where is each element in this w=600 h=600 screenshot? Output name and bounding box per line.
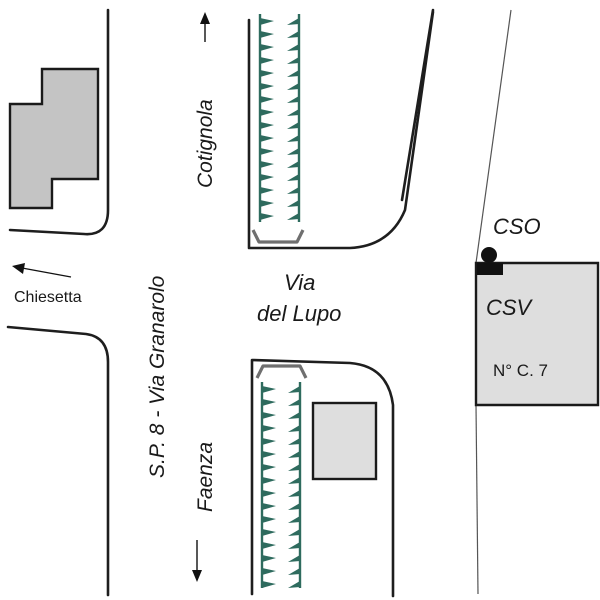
csv-label: CSV xyxy=(486,295,534,320)
hedge-tooth xyxy=(287,200,299,207)
hedge-tooth xyxy=(288,529,300,536)
hedge-tooth xyxy=(287,122,299,129)
main-road-label: S.P. 8 - Via Granarolo xyxy=(146,275,169,478)
hedge-north xyxy=(258,14,301,222)
hedge-tooth xyxy=(262,529,276,536)
parcel-boundary-south xyxy=(475,404,479,595)
hedge-tooth xyxy=(262,581,276,588)
hedge-tooth xyxy=(287,83,299,90)
building-number-label: N° C. 7 xyxy=(493,361,548,380)
hedge-tooth xyxy=(262,568,276,575)
hedge-tooth xyxy=(287,18,299,25)
hedge-tooth xyxy=(260,174,274,181)
arrow-north-icon xyxy=(200,12,210,42)
hedge-south xyxy=(260,382,302,588)
hedge-tooth xyxy=(287,135,299,142)
hedge-tooth xyxy=(288,581,300,588)
hedge-tooth xyxy=(288,412,300,419)
hedge-tooth xyxy=(287,31,299,38)
hedge-tooth xyxy=(260,109,274,116)
hedge-tooth xyxy=(260,96,274,103)
hedge-tooth xyxy=(288,399,300,406)
hedge-tooth xyxy=(260,135,274,142)
hedge-tooth xyxy=(288,490,300,497)
hedge-tooth xyxy=(287,213,299,220)
hedge-tooth xyxy=(288,568,300,575)
direction-north-label: Cotignola xyxy=(194,99,217,188)
hedge-tooth xyxy=(287,174,299,181)
hedge-tooth xyxy=(260,44,274,51)
parcel-boundary-north xyxy=(475,9,512,264)
side-road-label-line2: del Lupo xyxy=(257,301,341,326)
hedge-tooth xyxy=(262,516,276,523)
hedge-tooth xyxy=(260,200,274,207)
hedge-tooth xyxy=(262,438,276,445)
hedge-tooth xyxy=(262,477,276,484)
hedge-tooth xyxy=(260,57,274,64)
hedge-tooth xyxy=(260,18,274,25)
direction-west-label: Chiesetta xyxy=(14,289,82,306)
hedge-tooth xyxy=(262,555,276,562)
hedge-tooth xyxy=(260,213,274,220)
hedge-tooth xyxy=(262,412,276,419)
building-southeast xyxy=(311,401,378,481)
hedge-tooth xyxy=(262,464,276,471)
hedge-tooth xyxy=(288,542,300,549)
hedge-tooth xyxy=(287,96,299,103)
hedge-tooth xyxy=(287,44,299,51)
road-edge-northeast-block xyxy=(247,10,435,250)
arrow-south-icon xyxy=(192,540,202,582)
hedge-tooth xyxy=(262,425,276,432)
hedge-tooth xyxy=(287,70,299,77)
hedge-tooth xyxy=(287,161,299,168)
road-edge-east xyxy=(400,8,435,202)
cso-marker-dot xyxy=(481,247,497,263)
side-road-label-line1: Via xyxy=(284,270,315,295)
hedge-tooth xyxy=(288,425,300,432)
building-west xyxy=(8,67,100,210)
hedge-tooth xyxy=(262,503,276,510)
hedge-tooth xyxy=(287,109,299,116)
hedge-tooth xyxy=(288,464,300,471)
cso-label: CSO xyxy=(493,214,541,239)
hedge-tooth xyxy=(262,451,276,458)
hedge-tooth xyxy=(288,555,300,562)
direction-south-label: Faenza xyxy=(194,442,217,512)
hedge-tooth xyxy=(260,148,274,155)
hedge-tooth xyxy=(260,83,274,90)
hedge-tooth xyxy=(288,438,300,445)
hedge-tooth xyxy=(288,477,300,484)
hedge-tooth xyxy=(262,399,276,406)
hedge-tooth xyxy=(262,542,276,549)
hedge-tooth xyxy=(262,490,276,497)
hedge-tooth xyxy=(287,57,299,64)
curb-north xyxy=(251,229,305,244)
hedge-tooth xyxy=(288,503,300,510)
road-edge-west-south xyxy=(6,325,110,597)
hedge-tooth xyxy=(260,161,274,168)
hedge-tooth xyxy=(287,187,299,194)
hedge-tooth xyxy=(260,70,274,77)
hedge-tooth xyxy=(288,386,300,393)
arrow-west-icon xyxy=(12,263,72,278)
building-csv xyxy=(474,261,600,407)
hedge-tooth xyxy=(260,122,274,129)
road-edge-west-north xyxy=(8,8,110,236)
curb-south xyxy=(255,364,308,379)
road-edge-southeast-block xyxy=(250,358,395,598)
hedge-tooth xyxy=(260,31,274,38)
hedge-tooth xyxy=(260,187,274,194)
csv-marker-square xyxy=(477,263,503,275)
hedge-tooth xyxy=(262,386,276,393)
hedge-tooth xyxy=(287,148,299,155)
hedge-tooth xyxy=(288,516,300,523)
hedge-tooth xyxy=(288,451,300,458)
